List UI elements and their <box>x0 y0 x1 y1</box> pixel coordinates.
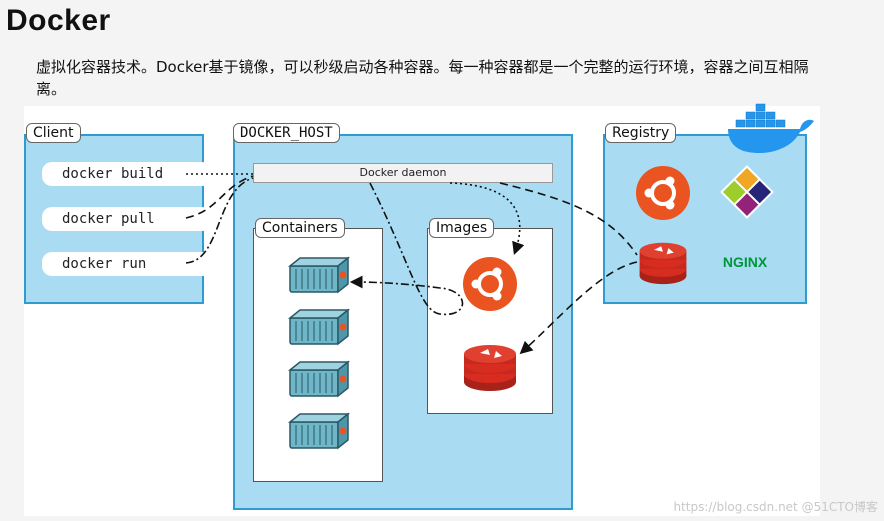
ubuntu-icon <box>634 164 692 222</box>
docker-host-label: DOCKER_HOST <box>233 123 340 143</box>
ubuntu-image-icon <box>461 255 519 313</box>
containers-label: Containers <box>255 218 345 238</box>
client-label: Client <box>26 123 81 143</box>
registry-panel <box>603 134 807 304</box>
client-panel: docker build docker pull docker run <box>24 134 212 304</box>
redis-icon <box>639 242 687 285</box>
centos-icon <box>720 165 774 219</box>
container-icon <box>289 361 349 397</box>
run-arrow <box>185 177 254 264</box>
watermark: https://blog.csdn.net @51CTO博客 <box>673 500 878 514</box>
run-container-arrow <box>349 182 464 316</box>
images-label: Images <box>429 218 495 238</box>
nginx-icon: NGINX <box>723 254 768 270</box>
docker-build-command: docker build <box>42 162 212 186</box>
intro-text: 虚拟化容器技术。Docker基于镜像，可以秒级启动各种容器。每一种容器都是一个完… <box>36 58 809 98</box>
container-icon <box>289 257 349 293</box>
daemon-to-image-arrow <box>449 182 525 256</box>
registry-label: Registry <box>605 123 677 143</box>
redis-image-icon <box>464 345 516 391</box>
pull-arrow <box>185 175 254 219</box>
container-icon <box>289 309 349 345</box>
docker-daemon: Docker daemon <box>253 163 553 183</box>
container-icon <box>289 413 349 449</box>
page-title: Docker <box>6 4 111 37</box>
docker-run-command: docker run <box>42 252 212 276</box>
docker-whale-icon <box>728 103 814 154</box>
docker-pull-command: docker pull <box>42 207 212 231</box>
pull-registry-arrow <box>499 182 638 256</box>
registry-to-image-arrow <box>519 261 638 355</box>
